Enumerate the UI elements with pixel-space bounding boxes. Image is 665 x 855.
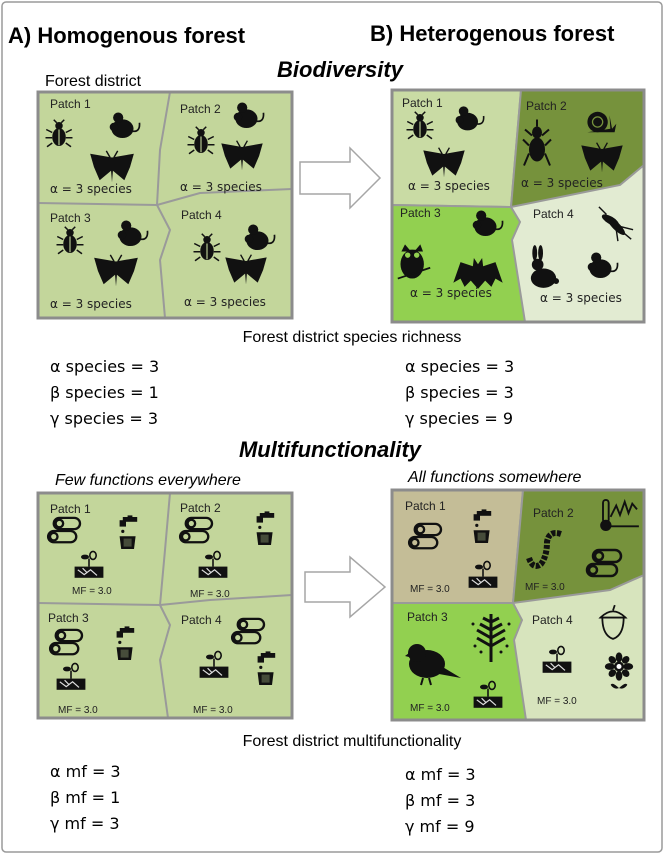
title-b: B) Heterogenous forest: [370, 21, 615, 46]
alpha-metric: α species = 3: [50, 357, 159, 376]
metrics-multifunctionality-a: α mf = 3 β mf = 1 γ mf = 3: [50, 762, 121, 833]
patch-label: Patch 2: [180, 501, 221, 515]
patch-label: Patch 4: [532, 613, 573, 627]
patch-3: Patch 3 α = 3 species: [50, 211, 149, 311]
title-a: A) Homogenous forest: [8, 23, 246, 48]
mf-label: MF = 3.0: [537, 696, 577, 707]
mf-label: MF = 3.0: [193, 705, 233, 716]
patch-label: Patch 3: [400, 206, 441, 220]
alpha-label: α = 3 species: [521, 176, 603, 190]
patch-label: Patch 3: [50, 211, 91, 225]
patch-2: Patch 2 MF = 3.0: [525, 498, 640, 593]
patch-label: Patch 4: [533, 207, 574, 221]
biodiversity-a-district: Patch 1 α = 3 species Patch 2 α = 3 spec…: [36, 90, 294, 320]
patch-label: Patch 3: [407, 610, 448, 624]
alpha-label: α = 3 species: [408, 179, 490, 193]
patch-3: Patch 3 MF = 3.0: [48, 611, 135, 716]
patch-1: Patch 1 MF = 3.0: [46, 502, 138, 597]
forest-district-label: Forest district: [45, 73, 142, 90]
multifunctionality-b-district: Patch 1 MF = 3.0 Patch 2 MF = 3.0 Patch …: [390, 488, 646, 722]
patch-label: Patch 3: [48, 611, 89, 625]
mf-label: MF = 3.0: [72, 586, 112, 597]
all-functions-subtitle: All functions somewhere: [407, 469, 582, 486]
patch-3: Patch 3 α = 3 species: [396, 206, 504, 300]
multifunctionality-label: Forest district multifunctionality: [243, 733, 462, 750]
alpha-label: α = 3 species: [50, 182, 132, 196]
richness-label: Forest district species richness: [243, 329, 462, 346]
mf-label: MF = 3.0: [410, 703, 450, 714]
patch-label: Patch 1: [50, 502, 91, 516]
biodiversity-b-district: Patch 1 α = 3 species Patch 2 α = 3 spec…: [390, 88, 646, 324]
patch-label: Patch 1: [402, 96, 443, 110]
biodiversity-heading: Biodiversity: [277, 57, 405, 82]
patch-label: Patch 2: [533, 506, 574, 520]
patch-4: Patch 4 α = 3 species: [530, 206, 634, 305]
gamma-metric: γ species = 3: [50, 409, 158, 428]
gamma-metric: γ mf = 9: [405, 817, 475, 836]
alpha-label: α = 3 species: [540, 291, 622, 305]
patch-2: Patch 2 α = 3 species: [180, 101, 265, 194]
metrics-multifunctionality-b: α mf = 3 β mf = 3 γ mf = 9: [405, 765, 476, 836]
alpha-label: α = 3 species: [50, 297, 132, 311]
patch-label: Patch 4: [181, 208, 222, 222]
patch-label: Patch 2: [526, 99, 567, 113]
mf-label: MF = 3.0: [190, 589, 230, 600]
arrow-icon: [304, 555, 387, 619]
metrics-biodiversity-a: α species = 3 β species = 1 γ species = …: [50, 357, 159, 428]
beta-metric: β mf = 3: [405, 791, 475, 810]
multifunctionality-heading: Multifunctionality: [239, 437, 423, 462]
patch-1: Patch 1 α = 3 species: [44, 97, 141, 196]
patch-2: Patch 2 MF = 3.0: [178, 501, 275, 600]
alpha-label: α = 3 species: [410, 286, 492, 300]
beta-metric: β mf = 1: [50, 788, 120, 807]
patch-label: Patch 2: [180, 102, 221, 116]
patch-1: Patch 1 α = 3 species: [402, 96, 490, 193]
patch-label: Patch 1: [50, 97, 91, 111]
alpha-metric: α species = 3: [405, 357, 514, 376]
patch-3: Patch 3 MF = 3.0: [405, 610, 511, 714]
patch-2: Patch 2 α = 3 species: [521, 99, 624, 190]
metrics-biodiversity-b: α species = 3 β species = 3 γ species = …: [405, 357, 514, 428]
alpha-metric: α mf = 3: [405, 765, 476, 784]
arrow-icon: [299, 146, 382, 210]
patch-label: Patch 1: [405, 499, 446, 513]
beta-metric: β species = 3: [405, 383, 514, 402]
patch-4: Patch 4 MF = 3.0: [532, 604, 634, 707]
gamma-metric: γ mf = 3: [50, 814, 120, 833]
patch-4: Patch 4 α = 3 species: [181, 208, 276, 309]
multifunctionality-a-district: Patch 1 MF = 3.0 Patch 2 MF = 3.0 Patch …: [36, 491, 294, 720]
mf-label: MF = 3.0: [58, 705, 98, 716]
mf-label: MF = 3.0: [525, 582, 565, 593]
beta-metric: β species = 1: [50, 383, 159, 402]
mf-label: MF = 3.0: [410, 584, 450, 595]
alpha-label: α = 3 species: [184, 295, 266, 309]
patch-1: Patch 1 MF = 3.0: [405, 499, 499, 595]
few-functions-subtitle: Few functions everywhere: [55, 472, 241, 489]
gamma-metric: γ species = 9: [405, 409, 513, 428]
patch-4: Patch 4 MF = 3.0: [181, 613, 276, 716]
alpha-label: α = 3 species: [180, 180, 262, 194]
patch-label: Patch 4: [181, 613, 222, 627]
alpha-metric: α mf = 3: [50, 762, 121, 781]
